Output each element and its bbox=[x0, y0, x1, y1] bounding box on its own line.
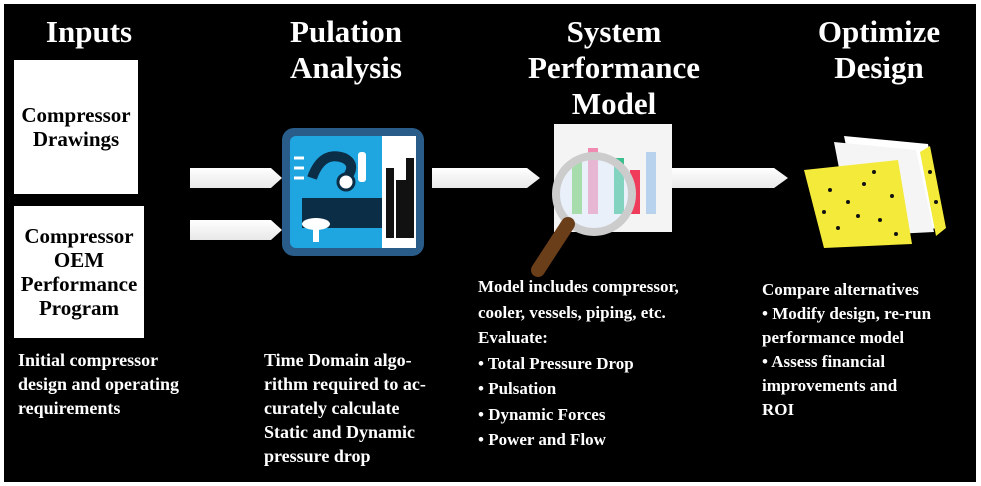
caption-inputs: Initial compressor design and operating … bbox=[18, 350, 180, 418]
arrow-drawings-to-analysis bbox=[190, 168, 282, 188]
lab-analysis-icon bbox=[282, 128, 424, 256]
heading-inputs: Inputs bbox=[45, 14, 133, 49]
heading-pulsation-analysis: Pulation Analysis bbox=[290, 14, 402, 85]
process-diagram: Inputs Pulation Analysis System Performa… bbox=[4, 4, 976, 482]
caption-optimize-design: Compare alternatives • Modify design, re… bbox=[762, 280, 932, 419]
arrow-analysis-to-model bbox=[432, 168, 540, 188]
input-box-oem-performance-program: Compressor OEM Performance Program bbox=[14, 206, 144, 338]
heading-optimize-design: Optimize Design bbox=[817, 14, 941, 85]
caption-pulsation-analysis: Time Domain algo- rithm required to ac- … bbox=[264, 350, 426, 466]
caption-system-performance-model: Model includes compressor, cooler, vesse… bbox=[478, 277, 679, 449]
heading-system-performance-model: System Performance Model bbox=[527, 14, 701, 121]
input-box-compressor-drawings: Compressor Drawings bbox=[14, 60, 138, 194]
arrow-oem-to-analysis bbox=[190, 220, 282, 240]
chart-magnifier-icon bbox=[531, 124, 672, 277]
folders-icon bbox=[804, 136, 946, 248]
arrow-model-to-optimize bbox=[672, 168, 788, 188]
